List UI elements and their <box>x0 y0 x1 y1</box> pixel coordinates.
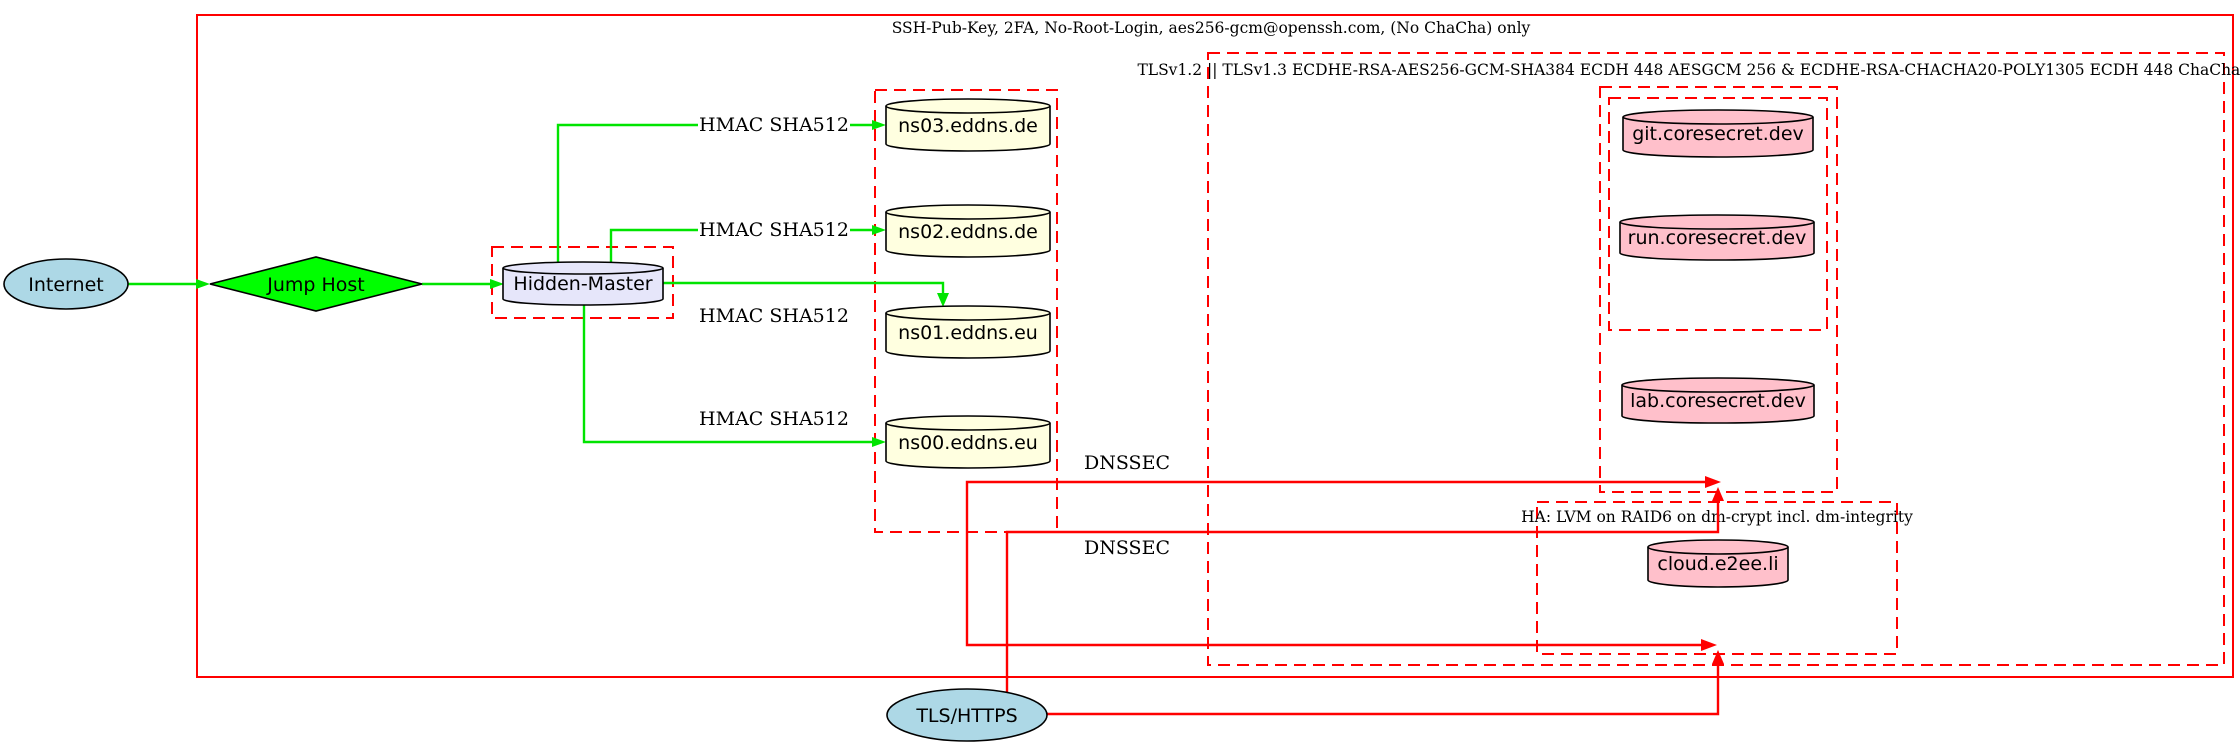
cluster-coresecret-inner-box <box>1608 97 1828 331</box>
node-cloud-lid <box>1647 546 1789 555</box>
arrowhead-hiddenmaster-ns01 <box>937 293 949 307</box>
edge-hiddenmaster-ns01 <box>663 281 945 293</box>
node-lab-label: lab.coresecret.dev <box>1630 390 1806 412</box>
cluster-ssh-box <box>196 14 2234 678</box>
edge-label-hmac-ns02: HMAC SHA512 <box>699 219 849 241</box>
edge-label-bg <box>698 112 850 136</box>
edge-label-hmac-ns01: HMAC SHA512 <box>699 305 849 327</box>
arrowhead-hiddenmaster-ns03 <box>872 120 886 130</box>
node-ns01-label: ns01.eddns.eu <box>898 322 1038 344</box>
edge-hiddenmaster-ns03 <box>556 123 872 265</box>
node-ns03-label: ns03.eddns.de <box>898 115 1038 137</box>
node-tls-https-label: TLS/HTTPS <box>915 705 1017 727</box>
node-cloud-label: cloud.e2ee.li <box>1657 553 1778 575</box>
node-internet <box>3 258 129 310</box>
arrowhead-hiddenmaster-ns00 <box>872 437 886 447</box>
node-jump-host <box>209 256 423 312</box>
node-jump-host-label: Jump Host <box>266 274 365 296</box>
node-lab-lid <box>1621 384 1815 393</box>
cluster-tls-box <box>1207 52 2225 666</box>
node-run-label: run.coresecret.dev <box>1628 227 1807 249</box>
node-hidden-master-lid <box>502 267 664 275</box>
edge-dns-ha <box>965 532 1701 647</box>
arrowhead-hiddenmaster-ns02 <box>872 225 886 235</box>
node-ns03-lid <box>885 105 1051 114</box>
node-ns00-label: ns00.eddns.eu <box>898 432 1038 454</box>
node-cloud <box>1647 539 1789 588</box>
edge-tlshttps-coresecret <box>1005 501 1720 694</box>
arrowhead-dns-ha <box>1701 639 1717 651</box>
node-run-lid <box>1619 221 1815 230</box>
arrowhead-jumphost-hiddenmaster <box>490 279 504 289</box>
arrowhead-dns-coresecret <box>1705 476 1721 488</box>
node-lab <box>1621 377 1815 424</box>
node-tls-https <box>886 688 1048 742</box>
node-git-label: git.coresecret.dev <box>1632 123 1804 145</box>
node-git-lid <box>1622 116 1814 125</box>
node-ns02-label: ns02.eddns.de <box>898 221 1038 243</box>
arrowhead-tlshttps-coresecret <box>1712 487 1724 501</box>
edge-dns-coresecret <box>965 480 1705 532</box>
edge-tlshttps-ha <box>1047 664 1720 716</box>
cluster-ssh-label: SSH-Pub-Key, 2FA, No-Root-Login, aes256-… <box>892 19 1531 37</box>
node-git <box>1622 109 1814 158</box>
node-hidden-master-label: Hidden-Master <box>513 273 652 295</box>
node-ns00-lid <box>885 422 1051 431</box>
edge-label-dnssec-2: DNSSEC <box>1084 537 1170 559</box>
node-internet-label: Internet <box>28 274 103 296</box>
node-ns01-lid <box>885 312 1051 321</box>
edge-label-dnssec-1: DNSSEC <box>1084 452 1170 474</box>
arrowhead-tlshttps-ha <box>1712 650 1724 664</box>
edge-hiddenmaster-ns00 <box>582 304 872 444</box>
edge-label-hmac-ns03: HMAC SHA512 <box>699 114 849 136</box>
arrowhead-internet-jumphost <box>196 279 210 289</box>
edge-label-hmac-ns00: HMAC SHA512 <box>699 408 849 430</box>
node-ns02-lid <box>885 211 1051 220</box>
node-run <box>1619 214 1815 261</box>
cluster-tls-label: TLSv1.2 || TLSv1.3 ECDHE-RSA-AES256-GCM-… <box>1137 61 2240 79</box>
edge-label-bg <box>698 217 850 241</box>
